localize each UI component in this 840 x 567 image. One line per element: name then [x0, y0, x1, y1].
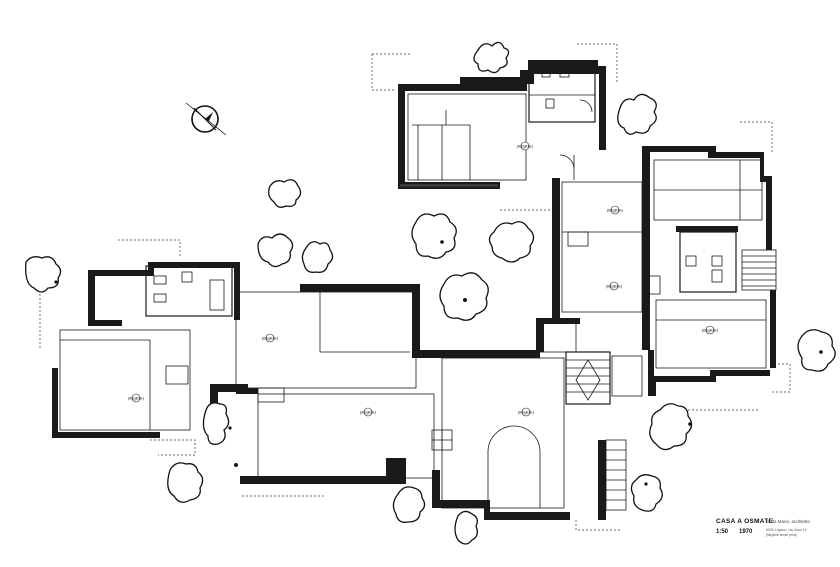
svg-text:(illegible): (illegible) — [517, 144, 534, 149]
tree-symbol — [630, 474, 663, 512]
tree-symbols — [25, 41, 836, 545]
room-tag: (illegible) — [262, 333, 279, 343]
tree-symbol — [202, 402, 230, 445]
room-tag: (illegible) — [128, 393, 145, 403]
tree-symbol — [473, 41, 510, 74]
tree-symbol — [797, 329, 836, 372]
drawing-note: 6900 Lugano, via Ciani 12 (illegible sma… — [766, 528, 807, 537]
tree-symbol — [257, 233, 294, 268]
svg-text:(illegible): (illegible) — [702, 328, 719, 333]
drawing-author: Botta Mario, architetto — [766, 519, 811, 524]
title-block: CASA A OSMATE 1:50 1970 Botta Mario, arc… — [716, 518, 836, 558]
tree-symbol — [167, 462, 204, 503]
tree-symbol — [25, 256, 62, 293]
tree-symbol — [411, 213, 457, 259]
tree-symbol — [392, 486, 426, 523]
tree-symbol — [439, 272, 489, 321]
room-tag: (illegible) — [360, 407, 377, 417]
svg-text:(illegible): (illegible) — [360, 410, 377, 415]
room-tag: (illegible) — [702, 325, 719, 335]
room-tag: (illegible) — [606, 281, 623, 291]
tree-symbol — [268, 179, 302, 208]
central-living — [210, 284, 540, 497]
drawing-title: CASA A OSMATE — [716, 518, 774, 525]
drawing-year: 1970 — [739, 529, 753, 535]
central-hall — [536, 178, 661, 405]
south-grille — [605, 439, 627, 511]
svg-text:(illegible): (illegible) — [518, 410, 535, 415]
tree-symbol — [301, 241, 334, 273]
north-arrow-icon — [185, 102, 227, 136]
west-wing — [39, 239, 240, 456]
room-tag: (illegible) — [518, 407, 535, 417]
svg-text:(illegible): (illegible) — [128, 396, 145, 401]
svg-text:(illegible): (illegible) — [606, 284, 623, 289]
svg-text:(illegible): (illegible) — [262, 336, 279, 341]
tree-trunks — [54, 240, 823, 486]
room-tag: (illegible) — [517, 141, 534, 151]
tree-symbol — [649, 403, 693, 451]
drawing-scale: 1:50 — [716, 529, 729, 535]
tree-symbol — [617, 93, 657, 135]
svg-text:(illegible): (illegible) — [607, 208, 624, 213]
north-wing — [371, 43, 618, 211]
east-grille — [741, 249, 777, 291]
central-stair — [565, 351, 611, 405]
tree-symbol — [454, 510, 478, 545]
room-tag: (illegible) — [607, 205, 624, 215]
south-wing — [431, 355, 643, 531]
tree-symbol — [488, 221, 535, 263]
